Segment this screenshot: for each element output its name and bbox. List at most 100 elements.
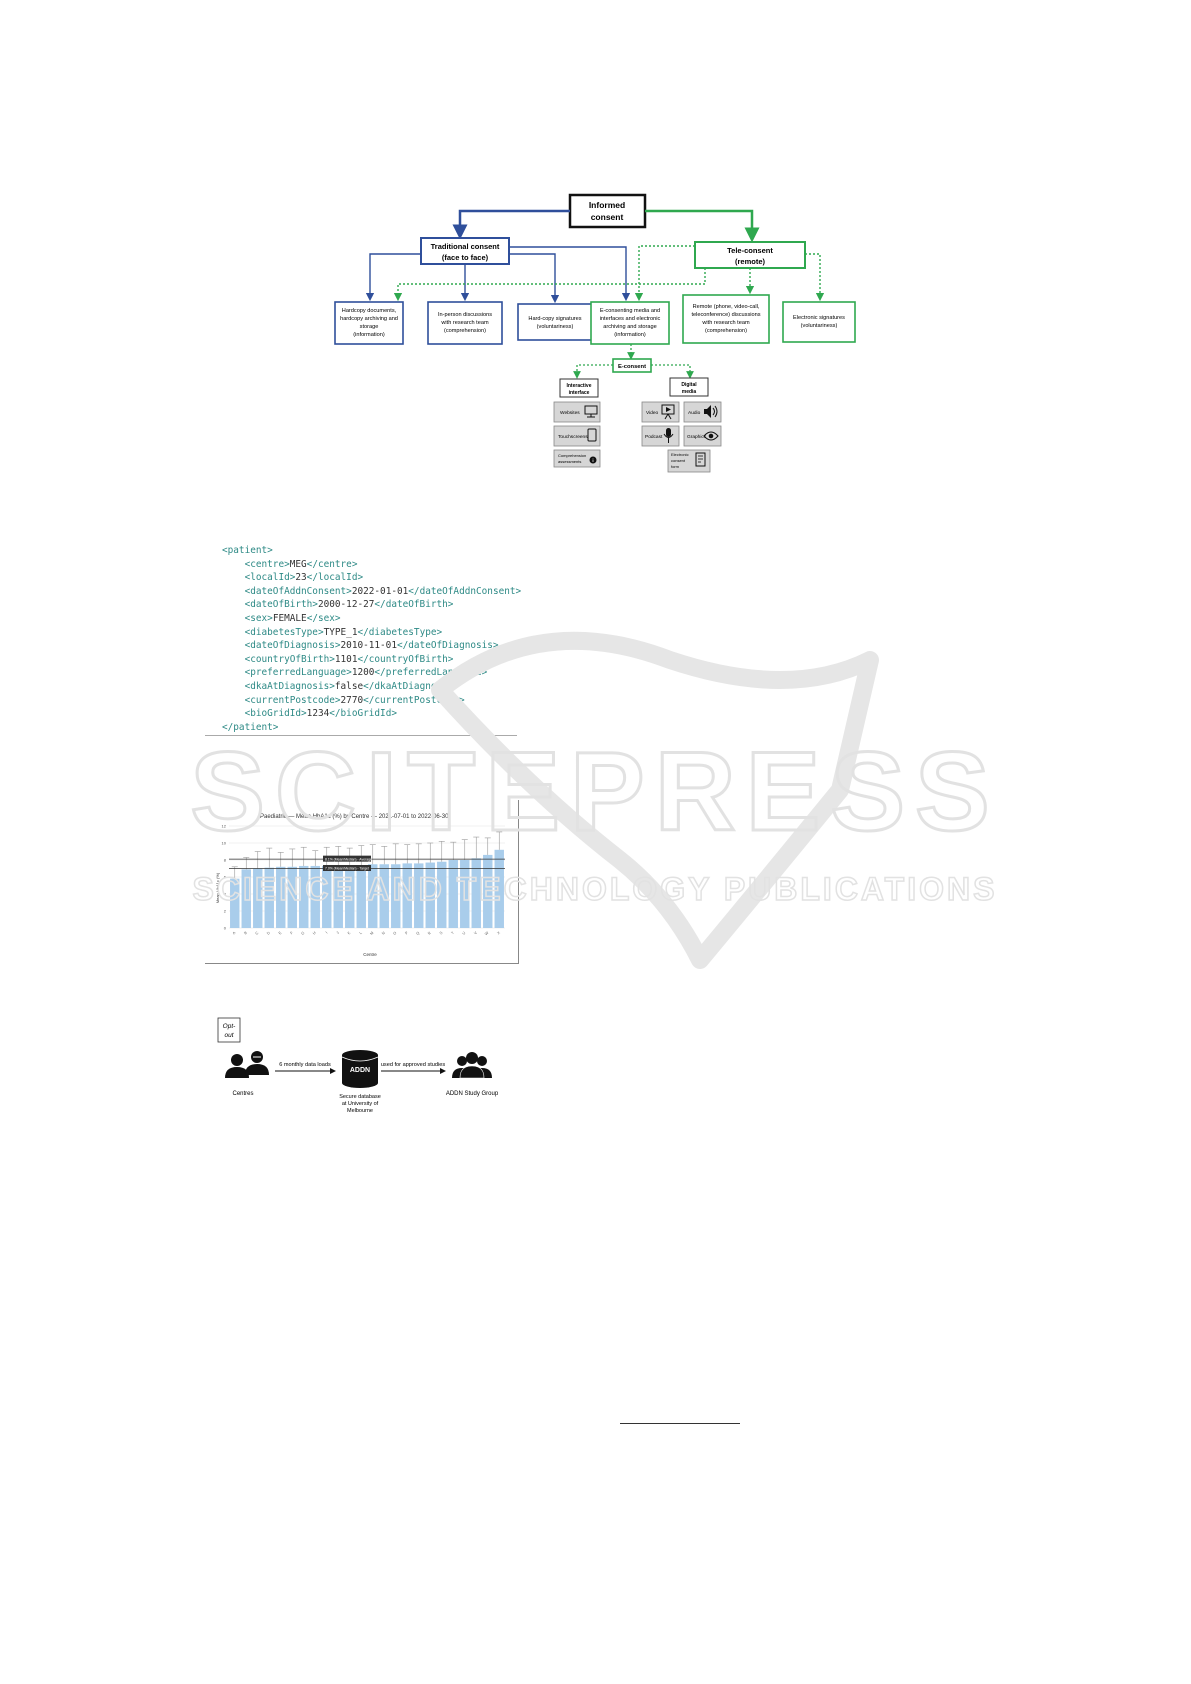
xml-line: <centre>MEG</centre>: [222, 558, 358, 570]
chart-bar: [299, 865, 309, 928]
root-node: Informed consent: [568, 193, 647, 229]
y-tick-label: 2: [224, 909, 227, 914]
x-tick-label: J: [336, 931, 340, 935]
chart-bar: [414, 863, 424, 928]
x-tick-label: O: [393, 931, 398, 936]
optout-box: Opt- out: [217, 1017, 241, 1043]
y-tick-label: 10: [222, 841, 227, 846]
svg-text:ADDN: ADDN: [350, 1067, 370, 1074]
x-tick-label: E: [278, 931, 283, 936]
x-tick-label: K: [347, 931, 352, 936]
xml-listing: <patient> <centre>MEG</centre> <localId>…: [222, 544, 521, 734]
x-tick-label: M: [369, 931, 374, 936]
tele-node: Tele-consent (remote): [694, 241, 806, 269]
svg-text:i: i: [592, 458, 593, 463]
chart-bar: [460, 860, 470, 928]
xml-line: <dateOfBirth>2000-12-27</dateOfBirth>: [222, 599, 454, 611]
chart-xlabel: Centre: [363, 952, 377, 957]
root-label-2: consent: [591, 212, 624, 222]
x-tick-label: C: [255, 931, 260, 936]
x-tick-label: G: [301, 931, 306, 936]
digital-node: Digital media: [669, 377, 709, 397]
traditional-node: Traditional consent (face to face): [420, 237, 510, 265]
svg-text:form: form: [671, 464, 680, 469]
x-tick-label: W: [484, 931, 490, 937]
svg-text:Tele-consent: Tele-consent: [727, 246, 773, 255]
chart-bar: [322, 865, 332, 928]
trad-child-documents: Hardcopy documents, hardcopy archiving a…: [334, 301, 404, 345]
xml-line: <currentPostcode>2770</currentPostcode>: [222, 694, 465, 706]
x-tick-label: P: [404, 931, 409, 936]
x-tick-label: X: [496, 931, 501, 936]
chart-title: Paediatric — Mean HbA1c (%) by Centre — …: [260, 814, 449, 820]
reference-label: 8.1% (Mean/Median) - Average: [325, 857, 372, 861]
group-label: ADDN Study Group: [446, 1091, 499, 1097]
chart-bar: [391, 864, 401, 928]
interactive-node: Interactive interface: [559, 378, 599, 398]
x-tick-label: I: [325, 931, 329, 935]
y-tick-label: 0: [224, 926, 227, 931]
loads-label: 6 monthly data loads: [279, 1062, 331, 1068]
svg-text:Touchscreens: Touchscreens: [558, 434, 588, 440]
xml-line: <dateOfAddnConsent>2022-01-01</dateOfAdd…: [222, 585, 522, 597]
document-icon: [695, 452, 706, 467]
y-tick-label: 8: [224, 858, 227, 863]
reference-label-bg: [323, 865, 371, 871]
x-tick-label: Q: [416, 931, 421, 936]
svg-text:(voluntariness): (voluntariness): [801, 323, 838, 329]
x-tick-label: D: [266, 931, 271, 936]
svg-text:Graphics: Graphics: [687, 434, 707, 440]
chart-bar: [241, 869, 251, 928]
svg-text:interface: interface: [569, 390, 590, 396]
svg-text:Electronic signatures: Electronic signatures: [793, 315, 845, 321]
svg-text:media: media: [682, 389, 697, 395]
trad-child-signatures: Hard-copy signatures (voluntariness): [517, 303, 593, 341]
xml-line: <dateOfDiagnosis>2010-11-01</dateOfDiagn…: [222, 640, 499, 652]
x-tick-label: V: [473, 931, 478, 936]
svg-text:teleconference) discussions: teleconference) discussions: [691, 312, 760, 318]
chart-bar: [264, 867, 274, 928]
svg-text:(information): (information): [614, 332, 646, 338]
centres-label: Centres: [232, 1091, 253, 1097]
svg-text:Audio: Audio: [688, 410, 701, 416]
y-tick-label: 6: [224, 875, 227, 880]
svg-text:Video: Video: [646, 410, 659, 416]
chart-bar: [425, 862, 435, 928]
svg-text:Podcast: Podcast: [645, 434, 663, 440]
xml-line: </patient>: [222, 721, 279, 733]
xml-line: <diabetesType>TYPE_1</diabetesType>: [222, 626, 443, 638]
svg-text:Interactive: Interactive: [566, 383, 591, 389]
db-caption-1: Secure database: [339, 1094, 381, 1100]
monitor-icon: [584, 405, 598, 418]
svg-text:Remote (phone, video-call,: Remote (phone, video-call,: [693, 304, 760, 310]
item-audio: Audio: [683, 401, 722, 423]
chart-bar: [345, 865, 355, 928]
xml-line: <bioGridId>1234</bioGridId>: [222, 708, 397, 720]
chart-bar: [448, 860, 458, 928]
xml-rule: [205, 735, 517, 736]
reference-label: 7.0% (Mean/Median) - Target: [325, 867, 369, 871]
chart-bar: [230, 878, 240, 928]
chart-bar: [287, 866, 297, 928]
y-tick-label: 12: [222, 824, 227, 829]
svg-text:with research team: with research team: [440, 320, 489, 326]
xml-line: <patient>: [222, 545, 273, 556]
x-tick-label: N: [381, 931, 386, 936]
y-tick-label: 4: [224, 892, 227, 897]
root-label-1: Informed: [589, 200, 625, 210]
x-tick-label: T: [450, 930, 455, 935]
svg-text:(remote): (remote): [735, 257, 766, 266]
svg-text:interfaces and electronic: interfaces and electronic: [600, 316, 661, 322]
shared-child-econsent-media: E-consenting media and interfaces and el…: [590, 301, 670, 345]
svg-text:Digital: Digital: [681, 382, 697, 388]
tele-child-signatures: Electronic signatures (voluntariness): [782, 301, 856, 343]
microphone-icon: [663, 428, 674, 443]
x-tick-label: U: [462, 931, 467, 936]
chart-bar: [494, 849, 504, 928]
info-icon: i: [589, 456, 597, 464]
presentation-icon: [661, 404, 675, 420]
item-graphics: Graphics: [683, 425, 722, 447]
chart-bar: [483, 854, 493, 928]
item-websites: Websites: [553, 401, 601, 423]
chart-bar: [333, 865, 343, 928]
